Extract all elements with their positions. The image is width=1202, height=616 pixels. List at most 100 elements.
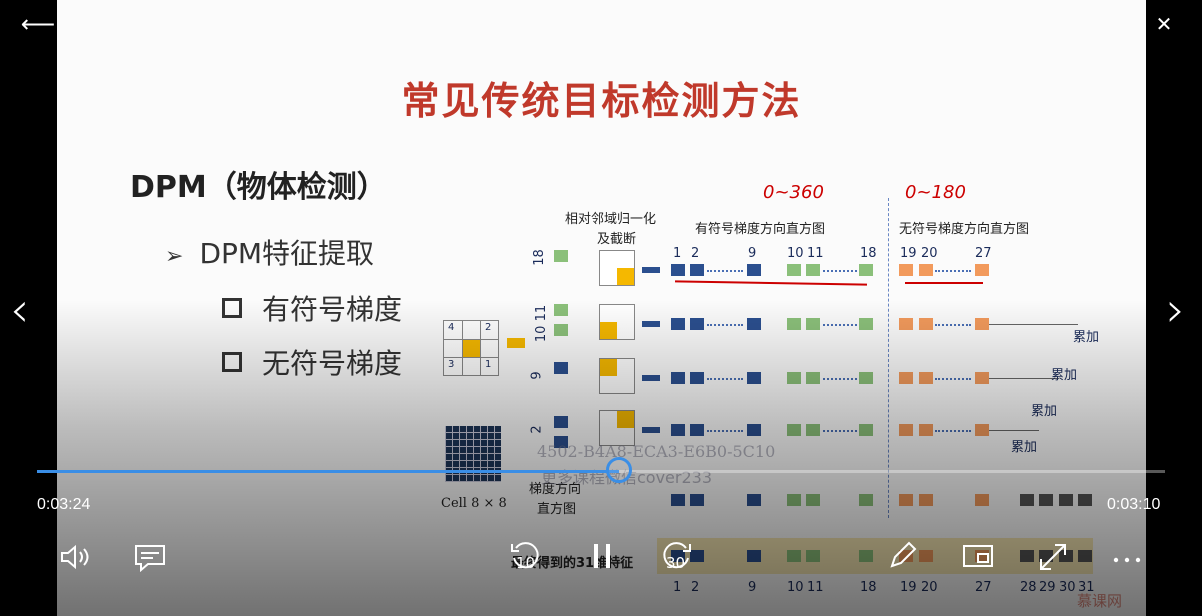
normalized-cell bbox=[599, 250, 635, 286]
hist-bin bbox=[975, 318, 989, 330]
hist-bin bbox=[787, 264, 801, 276]
rewind-icon[interactable]: 10 bbox=[508, 538, 542, 572]
bottom-num: 29 bbox=[1039, 580, 1056, 595]
prev-arrow-icon[interactable]: ‹ bbox=[10, 282, 30, 338]
unsigned-hist-label: 无符号梯度方向直方图 bbox=[899, 222, 1030, 237]
hist-bin bbox=[554, 416, 568, 428]
bottom-num: 30 bbox=[1059, 580, 1076, 595]
hist-bin bbox=[859, 424, 873, 436]
current-time: 0:03:24 bbox=[37, 496, 91, 513]
watermark-1: 4502-B4A8-ECA3-E6B0-5C10 bbox=[537, 442, 776, 461]
dotted-gap bbox=[823, 430, 857, 432]
accum-connector bbox=[989, 378, 1059, 379]
top-num: 1 bbox=[673, 246, 682, 261]
feature-bin bbox=[787, 550, 801, 562]
hist-bin bbox=[554, 304, 568, 316]
hist-bin bbox=[747, 318, 761, 330]
feature-bin bbox=[747, 550, 761, 562]
feature-bin bbox=[1078, 550, 1092, 562]
hist-bin bbox=[787, 318, 801, 330]
cell-grid: 4 2 3 1 bbox=[443, 320, 499, 376]
cell-label: Cell 8 × 8 bbox=[441, 496, 507, 511]
arrow-right-icon bbox=[507, 338, 525, 348]
top-num: 9 bbox=[748, 246, 757, 261]
picture-in-picture-icon[interactable] bbox=[962, 544, 994, 572]
hist-bin bbox=[806, 424, 820, 436]
more-options-icon[interactable] bbox=[1112, 550, 1142, 569]
red-underline-signed bbox=[674, 280, 868, 286]
hist-bin bbox=[747, 372, 761, 384]
feature-bin bbox=[919, 494, 933, 506]
forward-seconds: 30 bbox=[666, 554, 686, 572]
hist-bin bbox=[806, 318, 820, 330]
forward-icon[interactable]: 30 bbox=[660, 538, 694, 572]
hist-bin bbox=[919, 372, 933, 384]
progress-knob[interactable] bbox=[606, 457, 633, 483]
accum-connector bbox=[989, 324, 1078, 325]
back-arrow-icon[interactable]: ⟵ bbox=[20, 10, 56, 38]
hist-bin bbox=[806, 264, 820, 276]
hist-bin bbox=[690, 264, 704, 276]
hist-bin bbox=[690, 318, 704, 330]
next-arrow-icon[interactable]: › bbox=[1166, 282, 1186, 338]
top-num: 11 bbox=[807, 246, 824, 261]
hist-bin bbox=[899, 372, 913, 384]
hist-bin bbox=[690, 424, 704, 436]
hist-bin bbox=[975, 264, 989, 276]
top-num: 20 bbox=[921, 246, 938, 261]
pen-icon[interactable] bbox=[888, 540, 918, 574]
video-frame-slide: 常见传统目标检测方法 DPM（物体检测） ➢DPM特征提取 有符号梯度 无符号梯… bbox=[57, 0, 1146, 616]
dotted-gap bbox=[935, 324, 971, 326]
square-bullet-icon bbox=[222, 298, 242, 318]
progress-fill bbox=[37, 470, 620, 473]
axis-num: 2 bbox=[529, 425, 545, 434]
dotted-gap bbox=[707, 378, 743, 380]
hist-bin bbox=[671, 372, 685, 384]
hist-bin bbox=[975, 372, 989, 384]
top-num: 19 bbox=[900, 246, 917, 261]
feature-bin bbox=[899, 494, 913, 506]
bullet-sub2-text: 无符号梯度 bbox=[262, 347, 403, 380]
bottom-num: 18 bbox=[860, 580, 877, 595]
feature-bin bbox=[975, 494, 989, 506]
bullet-sub2: 无符号梯度 bbox=[222, 342, 402, 382]
feature-bin bbox=[671, 494, 685, 506]
hist-bin bbox=[554, 362, 568, 374]
volume-icon[interactable] bbox=[60, 544, 92, 574]
pause-icon[interactable] bbox=[592, 542, 612, 574]
hist-bin bbox=[975, 424, 989, 436]
bottom-num: 9 bbox=[748, 580, 757, 595]
dotted-gap bbox=[935, 270, 971, 272]
accum-label: 累加 bbox=[1011, 440, 1038, 455]
bottom-num: 27 bbox=[975, 580, 992, 595]
rewind-seconds: 10 bbox=[516, 554, 536, 572]
unsigned-range-annotation: 0~180 bbox=[905, 182, 966, 203]
hist-bin bbox=[690, 372, 704, 384]
hist-bin bbox=[899, 264, 913, 276]
bottom-num: 11 bbox=[807, 580, 824, 595]
cell-image bbox=[445, 426, 501, 482]
dotted-gap bbox=[707, 430, 743, 432]
hist-bin bbox=[859, 318, 873, 330]
remaining-time: 0:03:10 bbox=[1107, 496, 1161, 513]
dotted-gap bbox=[935, 378, 971, 380]
dotted-gap bbox=[823, 270, 857, 272]
bottom-num: 10 bbox=[787, 580, 804, 595]
bullet-main: ➢DPM特征提取 bbox=[165, 232, 374, 272]
top-num: 27 bbox=[975, 246, 992, 261]
hist-bin bbox=[787, 372, 801, 384]
hist-bin bbox=[671, 264, 685, 276]
hist-bin bbox=[899, 424, 913, 436]
feature-bin bbox=[806, 494, 820, 506]
hist-bin bbox=[554, 324, 568, 336]
top-num: 2 bbox=[691, 246, 700, 261]
bottom-num: 19 bbox=[900, 580, 917, 595]
subtitle-icon[interactable] bbox=[134, 544, 166, 576]
hist-bin bbox=[919, 264, 933, 276]
feature-bin bbox=[919, 550, 933, 562]
fullscreen-icon[interactable] bbox=[1038, 542, 1068, 576]
hist-bin bbox=[747, 264, 761, 276]
row-arrow-icon bbox=[642, 321, 660, 327]
bottom-num: 2 bbox=[691, 580, 700, 595]
close-icon[interactable]: ✕ bbox=[1155, 12, 1173, 36]
